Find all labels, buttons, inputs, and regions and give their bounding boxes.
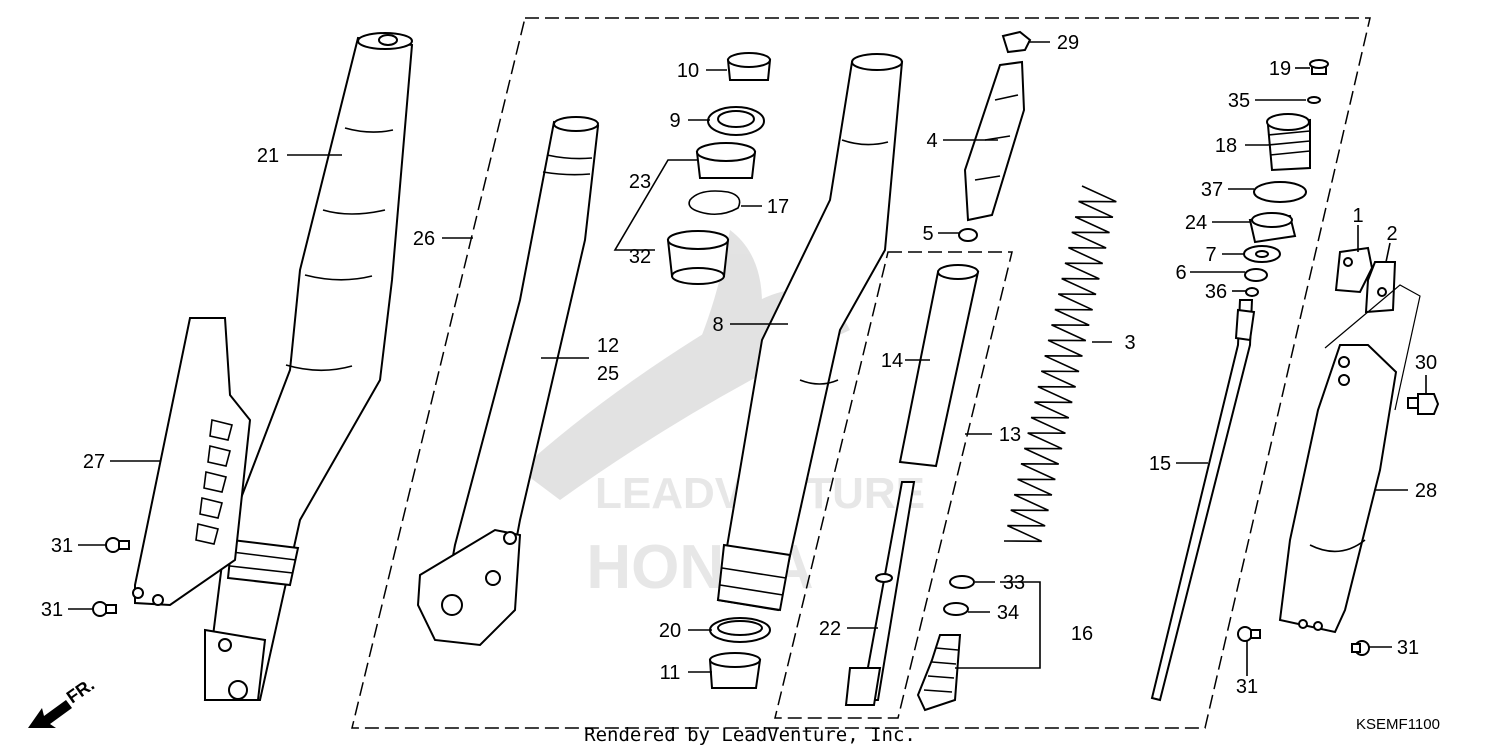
diagram-code: KSEMF1100: [1356, 716, 1440, 733]
callout-2: 2: [1386, 223, 1397, 245]
callout-15: 15: [1149, 453, 1171, 475]
dust-seal-10: [726, 52, 772, 81]
oil-seal-23: [695, 142, 757, 179]
inner-assembly-boundary: [774, 251, 1013, 719]
callout-19: 19: [1269, 58, 1291, 80]
callout-23: 23: [629, 171, 651, 193]
callout-30: 30: [1415, 352, 1437, 374]
callout-32: 32: [629, 246, 651, 268]
callout-33: 33: [1003, 572, 1025, 594]
callout-3: 3: [1124, 332, 1135, 354]
bolt-31-right-lower: [1237, 626, 1261, 642]
callout-13: 13: [999, 424, 1021, 446]
bolt-30: [1407, 393, 1440, 415]
callout-20: 20: [659, 620, 681, 642]
callout-labels: 1 2 3 4 5 6 7 8 9 10 11 12 13 14 15 16 1…: [41, 32, 1437, 698]
front-arrow-icon: [28, 700, 72, 728]
direction-label: FR.: [63, 674, 98, 707]
fork-outer-tube-26: [416, 116, 600, 647]
callout-5: 5: [922, 223, 933, 245]
callout-9: 9: [669, 110, 680, 132]
fork-spring-3: [1003, 185, 1117, 543]
callout-36: 36: [1205, 281, 1227, 303]
callout-24: 24: [1185, 212, 1207, 234]
bolt-assembly-16: [916, 634, 962, 712]
callout-31-b: 31: [41, 599, 63, 621]
washer-7: [1243, 245, 1281, 263]
outer-fork-tube-21: [203, 32, 414, 701]
callout-14: 14: [881, 350, 903, 372]
o-ring-35: [1307, 96, 1321, 104]
callout-25: 25: [597, 363, 619, 385]
callout-27: 27: [83, 451, 105, 473]
callout-6: 6: [1175, 262, 1186, 284]
o-ring-5: [958, 228, 978, 242]
o-ring-33: [949, 575, 975, 589]
fork-boot-4: [963, 60, 1026, 222]
fork-cap-18: [1266, 113, 1311, 172]
bracket-23: [613, 159, 698, 251]
bracket-2: [1364, 261, 1397, 314]
bolt-31-right: [1351, 640, 1370, 656]
bracket-16: [955, 581, 1041, 669]
callout-12: 12: [597, 335, 619, 357]
callout-1: 1: [1352, 205, 1363, 227]
slide-bushing-11: [708, 652, 762, 689]
o-ring-37: [1253, 181, 1307, 203]
bracket-guide-lines: [1324, 284, 1421, 411]
washer-24: [1248, 212, 1297, 244]
callout-18: 18: [1215, 135, 1237, 157]
callout-8: 8: [712, 314, 723, 336]
callout-10: 10: [677, 60, 699, 82]
o-ring-36: [1245, 287, 1259, 297]
fork-tube-8: [716, 53, 904, 612]
callout-31-c: 31: [1236, 676, 1258, 698]
leader-lines: [68, 41, 1427, 676]
callout-37: 37: [1201, 179, 1223, 201]
callout-22: 22: [819, 618, 841, 640]
assembly-boundary: [351, 17, 1371, 729]
footer-credit: Rendered by LeadVenture, Inc.: [584, 724, 916, 746]
stopper-ring-9: [707, 106, 765, 136]
callout-17: 17: [767, 196, 789, 218]
callout-21: 21: [257, 145, 279, 167]
callout-34: 34: [997, 602, 1019, 624]
callout-29: 29: [1057, 32, 1079, 54]
bolt-31-upper-left: [105, 537, 130, 553]
callout-26: 26: [413, 228, 435, 250]
callout-4: 4: [926, 130, 937, 152]
fork-guard-27: [132, 317, 252, 607]
spring-collar-14: [898, 264, 980, 468]
fork-guard-28: [1278, 344, 1398, 634]
callout-31-a: 31: [51, 535, 73, 557]
callout-28: 28: [1415, 480, 1437, 502]
bolt-31-lower-left: [92, 601, 117, 617]
front-direction-indicator: FR.: [28, 674, 98, 728]
screw-19: [1309, 59, 1329, 75]
snap-ring-17: [688, 190, 741, 216]
callout-7: 7: [1205, 244, 1216, 266]
nut-6: [1244, 268, 1268, 282]
adjuster-rod-15: [1150, 299, 1256, 702]
guide-bushing-20: [709, 617, 771, 643]
bracket-1: [1334, 246, 1374, 294]
callout-35: 35: [1228, 90, 1250, 112]
nut-29: [1001, 30, 1032, 54]
callout-31-d: 31: [1397, 637, 1419, 659]
washer-34: [943, 602, 969, 616]
callout-16: 16: [1071, 623, 1093, 645]
callout-11: 11: [660, 662, 681, 684]
damper-rod-22: [844, 481, 916, 706]
slide-bushing-32: [666, 230, 730, 285]
